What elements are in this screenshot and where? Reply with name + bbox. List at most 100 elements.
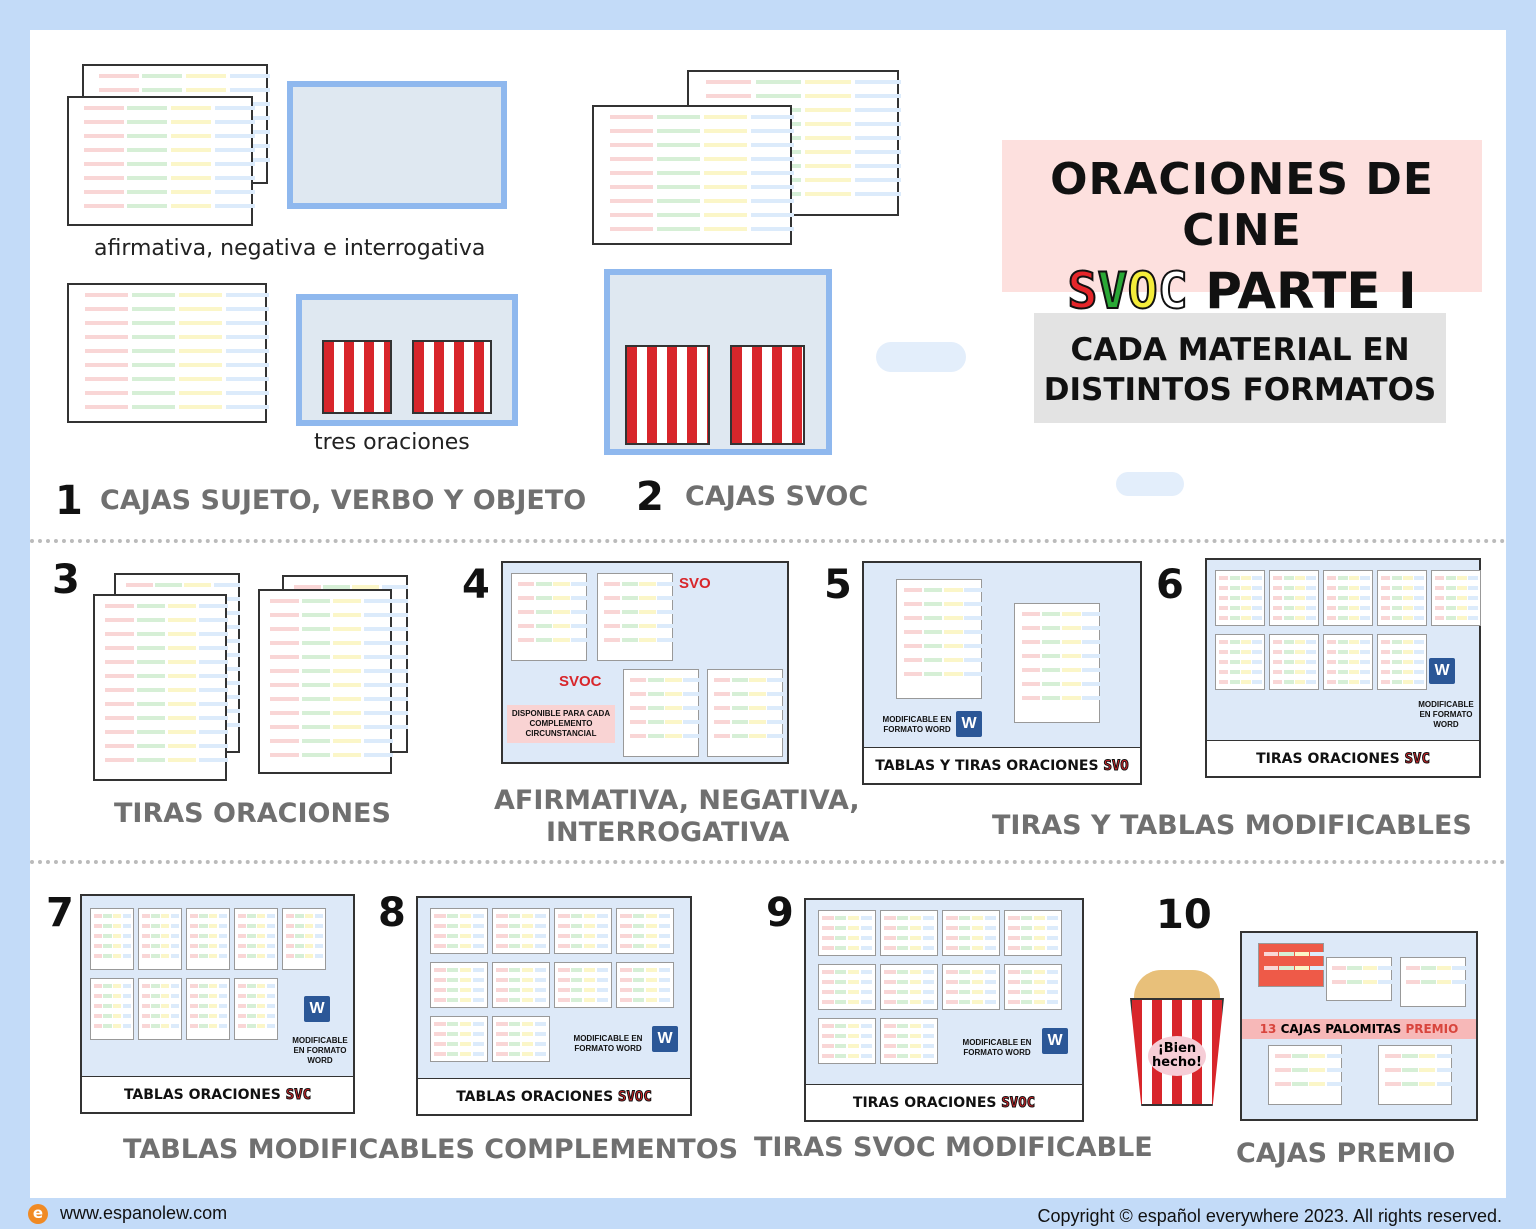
worksheet-thumbnail (818, 1018, 876, 1064)
panel-title: TABLAS ORACIONES SVC (82, 1076, 353, 1112)
worksheet-thumbnail (430, 1016, 488, 1062)
worksheet-image (592, 105, 794, 245)
worksheet-thumbnail (186, 978, 230, 1040)
worksheet-image (258, 589, 393, 774)
worksheet-thumbnail (1215, 634, 1265, 690)
worksheet-thumbnail (234, 908, 278, 970)
divider (30, 860, 1506, 864)
panel-7: MODIFICABLE EN FORMATO WORD W TABLAS ORA… (80, 894, 355, 1114)
section-label: TIRAS SVOC MODIFICABLE (754, 1132, 1153, 1163)
section-number: 9 (766, 890, 794, 936)
section-number: 7 (46, 890, 74, 936)
worksheet-thumbnail (1431, 570, 1481, 626)
section-number: 8 (378, 890, 406, 936)
word-icon: W (1042, 1028, 1068, 1054)
panel-9: MODIFICABLE EN FORMATO WORD W TIRAS ORAC… (804, 898, 1084, 1122)
worksheet-image (67, 96, 255, 226)
worksheet-thumbnail (90, 978, 134, 1040)
panel-afirmativa: SVO SVOC DISPONIBLE PARA CADA COMPLEMENT… (501, 561, 789, 764)
section-label: CAJAS SVOC (685, 481, 869, 512)
worksheet-thumbnail (616, 962, 674, 1008)
worksheet-thumbnail (1377, 570, 1427, 626)
worksheet-thumbnail (880, 964, 938, 1010)
worksheet-thumbnail (492, 1016, 550, 1062)
worksheet-thumbnail (880, 910, 938, 956)
photo-popcorn-boxes (296, 294, 518, 426)
panel-title: TIRAS ORACIONES SVC (1207, 740, 1479, 776)
worksheet-thumbnail (1323, 634, 1373, 690)
worksheet-thumbnail (90, 908, 134, 970)
worksheet-thumbnail (942, 910, 1000, 956)
worksheet-thumbnail (1323, 570, 1373, 626)
worksheet-thumbnail (1377, 634, 1427, 690)
poster: ORACIONES DE CINE SVOC PARTE I CADA MATE… (30, 30, 1506, 1198)
panel-title: TIRAS ORACIONES SVOC (806, 1084, 1082, 1120)
panel-title: TABLAS Y TIRAS ORACIONES SVO (864, 747, 1140, 783)
section-number: 2 (636, 474, 664, 520)
section-label: INTERROGATIVA (546, 817, 790, 848)
word-icon: W (652, 1026, 678, 1052)
copyright: Copyright © español everywhere 2023. All… (1037, 1206, 1502, 1226)
panel-8: MODIFICABLE EN FORMATO WORD W TABLAS ORA… (416, 896, 692, 1116)
worksheet-thumbnail (492, 908, 550, 954)
cloud-decoration (876, 342, 966, 372)
worksheet-image (93, 594, 228, 781)
photo-svoc-boxes (604, 269, 832, 455)
worksheet-thumbnail (1215, 570, 1265, 626)
premio-banner: 13 CAJAS PALOMITAS PREMIO (1242, 1019, 1476, 1039)
worksheet-thumbnail (282, 908, 326, 970)
worksheet-thumbnail (492, 962, 550, 1008)
word-icon: W (304, 996, 330, 1022)
worksheet-image (67, 283, 269, 423)
caption-afirmativa: afirmativa, negativa e interrogativa (94, 236, 486, 261)
worksheet-thumbnail (1004, 910, 1062, 956)
section-label: AFIRMATIVA, NEGATIVA, (494, 785, 860, 816)
worksheet-thumbnail (234, 978, 278, 1040)
worksheet-thumbnail (186, 908, 230, 970)
title-line2: PARTE I (1205, 262, 1417, 320)
worksheet-thumbnail (554, 908, 612, 954)
word-icon: W (956, 711, 982, 737)
worksheet-thumbnail (818, 910, 876, 956)
worksheet-thumbnail (942, 964, 1000, 1010)
worksheet-thumbnail (1269, 634, 1319, 690)
section-number: 3 (52, 557, 80, 603)
photo-box-writing (287, 81, 507, 209)
panel-5: MODIFICABLE EN FORMATO WORD W TABLAS Y T… (862, 561, 1142, 785)
worksheet-thumbnail (616, 908, 674, 954)
footer: e www.espanolew.com Copyright © español … (0, 1198, 1536, 1229)
title-line1: ORACIONES DE CINE (1050, 154, 1434, 256)
section-label: TABLAS MODIFICABLES COMPLEMENTOS (123, 1134, 739, 1165)
bien-hecho-label: ¡Bien hecho! (1148, 1036, 1206, 1076)
worksheet-thumbnail (138, 978, 182, 1040)
worksheet-thumbnail (880, 1018, 938, 1064)
section-number: 5 (824, 562, 852, 608)
title-box: ORACIONES DE CINE SVOC PARTE I (1002, 140, 1482, 321)
website-link[interactable]: www.espanolew.com (60, 1203, 228, 1223)
panel-title: TABLAS ORACIONES SVOC (418, 1078, 690, 1114)
worksheet-thumbnail (430, 962, 488, 1008)
logo-icon: e (28, 1204, 48, 1224)
subtitle-box: CADA MATERIAL EN DISTINTOS FORMATOS (1034, 313, 1446, 423)
section-number: 6 (1156, 562, 1184, 608)
panel-10: 13 CAJAS PALOMITAS PREMIO (1240, 931, 1478, 1121)
section-number: 4 (462, 562, 490, 608)
section-number: 1 (55, 478, 83, 524)
popcorn-box-image: ¡Bien hecho! (1130, 970, 1224, 1106)
worksheet-thumbnail (554, 962, 612, 1008)
worksheet-thumbnail (1004, 964, 1062, 1010)
section-number: 10 (1156, 892, 1212, 938)
section-label: TIRAS ORACIONES (114, 798, 391, 829)
word-icon: W (1429, 658, 1455, 684)
worksheet-thumbnail (430, 908, 488, 954)
worksheet-thumbnail (138, 908, 182, 970)
complemento-note: DISPONIBLE PARA CADA COMPLEMENTO CIRCUNS… (507, 705, 615, 743)
section-label: TIRAS Y TABLAS MODIFICABLES (992, 810, 1472, 841)
section-label: CAJAS PREMIO (1236, 1138, 1456, 1169)
divider (30, 539, 1506, 543)
cloud-decoration (1116, 472, 1184, 496)
worksheet-thumbnail (818, 964, 876, 1010)
section-label: CAJAS SUJETO, VERBO Y OBJETO (100, 485, 587, 516)
svoc-logo: SVOC (1066, 261, 1188, 321)
worksheet-thumbnail (1269, 570, 1319, 626)
